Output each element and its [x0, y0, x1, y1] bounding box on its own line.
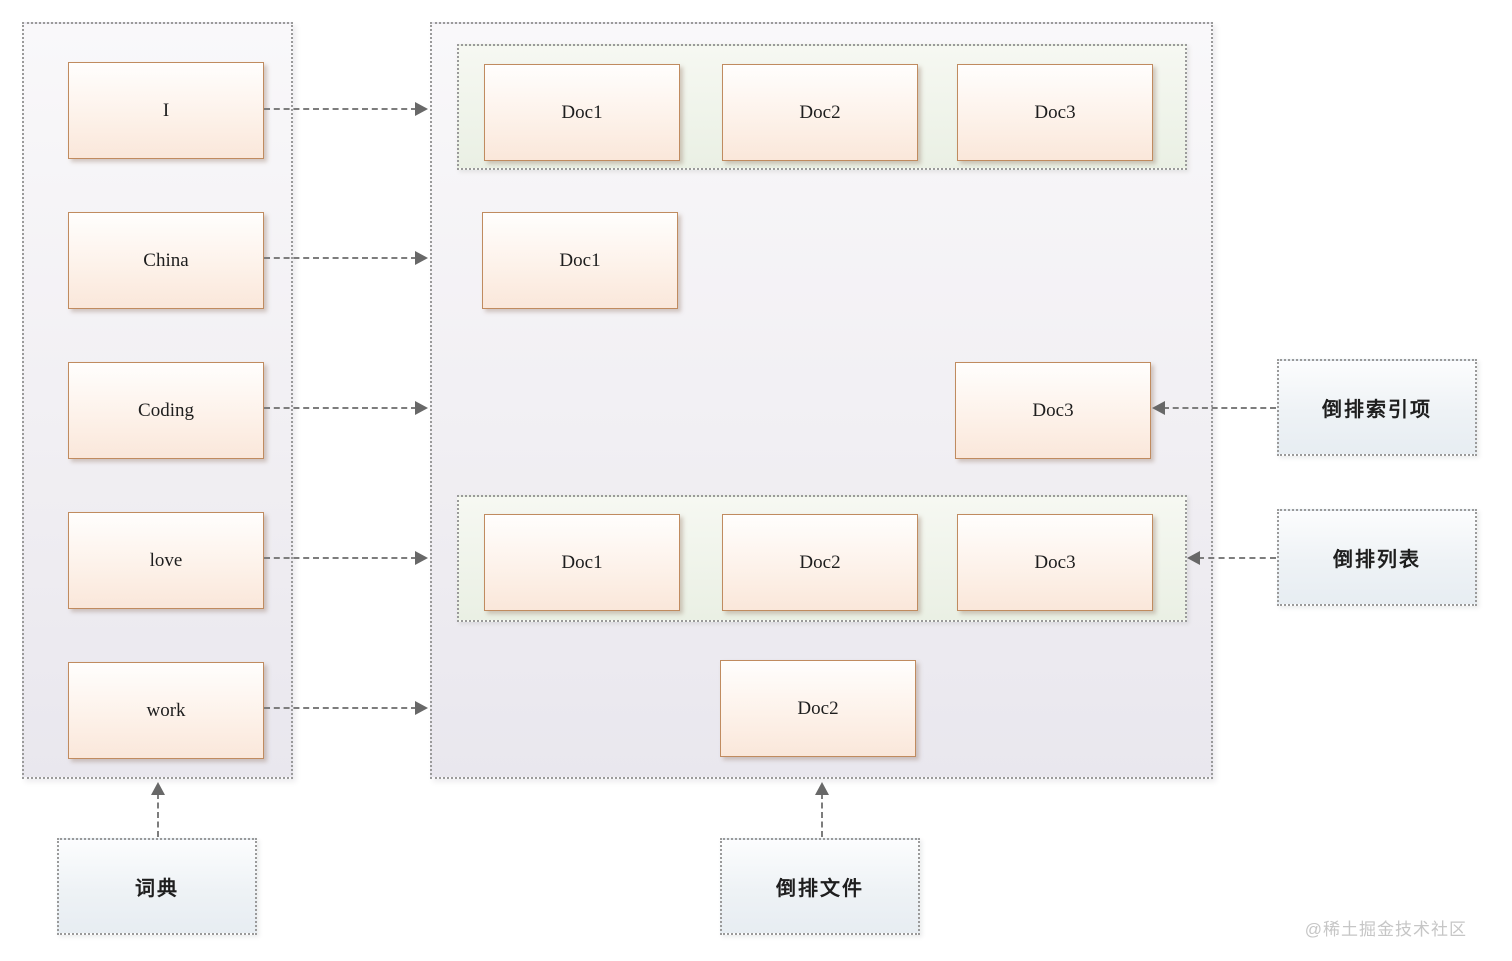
arrow-term-coding	[264, 401, 428, 415]
note-inverted-file: 倒排文件	[720, 838, 920, 935]
doc-label: Doc1	[561, 101, 603, 123]
doc-node: Doc2	[722, 514, 918, 611]
term-label: love	[149, 549, 183, 571]
term-box-i: I	[68, 62, 264, 159]
term-box-work: work	[68, 662, 264, 759]
inverted-file-panel: Doc1 Doc2 Doc3 Doc1 Doc3 Doc1 Doc2 Doc3 …	[430, 22, 1213, 779]
term-box-china: China	[68, 212, 264, 309]
note-label: 倒排文件	[776, 878, 864, 900]
doc-node: Doc3	[957, 64, 1153, 161]
note-label: 倒排索引项	[1322, 399, 1432, 421]
doc-node: Doc2	[720, 660, 916, 757]
posting-group-row4: Doc1 Doc2 Doc3	[457, 495, 1187, 622]
doc-label: Doc2	[797, 697, 839, 719]
doc-node: Doc1	[484, 64, 680, 161]
doc-node: Doc3	[955, 362, 1151, 459]
arrow-term-work	[264, 701, 428, 715]
doc-label: Doc3	[1034, 101, 1076, 123]
note-inverted-list: 倒排列表	[1277, 509, 1477, 606]
arrow-term-love	[264, 551, 428, 565]
watermark: @稀土掘金技术社区	[1304, 920, 1467, 939]
arrow-term-i	[264, 102, 428, 116]
doc-label: Doc1	[561, 551, 603, 573]
term-label: work	[146, 699, 186, 721]
term-label: I	[162, 99, 170, 121]
doc-node: Doc1	[484, 514, 680, 611]
doc-node: Doc3	[957, 514, 1153, 611]
arrow-inverted-file	[815, 782, 829, 837]
term-label: Coding	[138, 399, 194, 421]
doc-label: Doc1	[559, 249, 601, 271]
doc-label: Doc2	[799, 101, 841, 123]
doc-label: Doc3	[1032, 399, 1074, 421]
note-label: 词典	[135, 878, 179, 900]
term-label: China	[143, 249, 189, 271]
arrow-inverted-list	[1187, 551, 1276, 565]
posting-group-row1: Doc1 Doc2 Doc3	[457, 44, 1187, 170]
term-box-coding: Coding	[68, 362, 264, 459]
doc-label: Doc2	[799, 551, 841, 573]
note-label: 倒排列表	[1333, 549, 1421, 571]
doc-node: Doc1	[482, 212, 678, 309]
term-box-love: love	[68, 512, 264, 609]
note-inverted-index-item: 倒排索引项	[1277, 359, 1477, 456]
arrow-dictionary	[151, 782, 165, 837]
note-dictionary: 词典	[57, 838, 257, 935]
doc-label: Doc3	[1034, 551, 1076, 573]
arrow-term-china	[264, 251, 428, 265]
doc-node: Doc2	[722, 64, 918, 161]
dictionary-panel: I China Coding love work	[22, 22, 293, 779]
arrow-inverted-index-item	[1152, 401, 1276, 415]
